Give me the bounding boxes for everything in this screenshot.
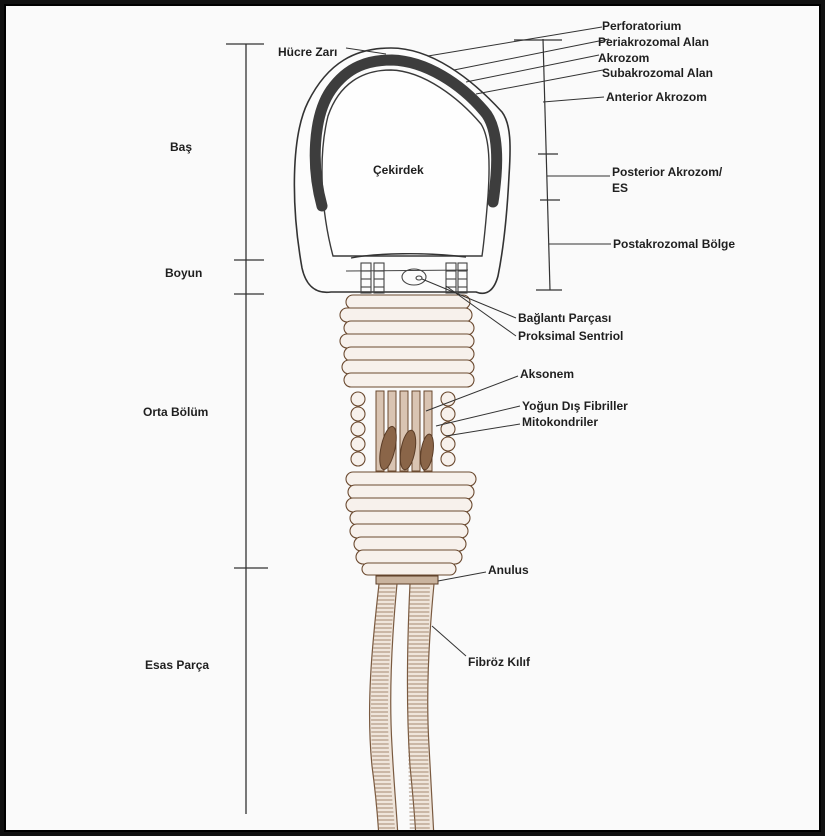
sperm-diagram: Baş Boyun Orta Bölüm Esas Parça Çekirdek	[6, 6, 821, 832]
mito-section	[351, 392, 365, 406]
mito-section	[351, 437, 365, 451]
label-midpiece: Orta Bölüm	[143, 405, 208, 419]
left-scale-bar	[226, 44, 268, 814]
label-nucleus: Çekirdek	[373, 163, 424, 177]
right-scale-bar	[514, 39, 562, 290]
mito-roll	[340, 308, 472, 322]
mito-roll	[356, 550, 462, 564]
mito-roll	[346, 295, 470, 309]
label-subacrosomal: Subakrozomal Alan	[602, 66, 713, 80]
label-principal-piece: Esas Parça	[145, 658, 209, 672]
mito-roll	[348, 485, 474, 499]
label-outer-dense-fibers: Yoğun Dış Fibriller	[522, 399, 628, 413]
label-neck: Boyun	[165, 266, 202, 280]
label-mitochondria: Mitokondriler	[522, 415, 598, 429]
mito-section	[441, 407, 455, 421]
mito-roll	[346, 472, 476, 486]
label-head: Baş	[170, 140, 192, 154]
mito-section	[441, 452, 455, 466]
label-postacrosomal: Postakrozomal Bölge	[613, 237, 735, 251]
mito-roll	[344, 373, 474, 387]
label-proximal-centriole: Proksimal Sentriol	[518, 329, 623, 343]
mito-section	[351, 422, 365, 436]
label-fibrous-sheath: Fibröz Kılıf	[468, 655, 531, 669]
label-perforatorium: Perforatorium	[602, 19, 681, 33]
label-axoneme: Aksonem	[520, 367, 574, 381]
sperm-head: Çekirdek	[294, 48, 510, 293]
mito-roll	[340, 334, 474, 348]
mito-roll	[362, 563, 456, 575]
mito-roll	[354, 537, 466, 551]
label-anterior-acrosome: Anterior Akrozom	[606, 90, 707, 104]
mito-section	[351, 452, 365, 466]
label-posterior-acrosome-es: ES	[612, 181, 628, 195]
annulus	[376, 576, 438, 584]
mito-roll	[350, 511, 470, 525]
sperm-tail	[370, 584, 434, 832]
mito-roll	[344, 347, 474, 361]
label-annulus: Anulus	[488, 563, 529, 577]
label-connecting-piece: Bağlantı Parçası	[518, 311, 611, 325]
mito-roll	[342, 360, 474, 374]
mito-section	[351, 407, 365, 421]
right-scale-line	[543, 39, 550, 290]
mito-roll	[350, 524, 468, 538]
label-posterior-acrosome: Posterior Akrozom/	[612, 165, 723, 179]
label-periacrosomal: Periakrozomal Alan	[598, 35, 709, 49]
mito-section	[441, 392, 455, 406]
mito-roll	[346, 498, 472, 512]
label-acrosome: Akrozom	[598, 51, 649, 65]
mito-section	[441, 437, 455, 451]
figure-frame: Baş Boyun Orta Bölüm Esas Parça Çekirdek	[4, 4, 821, 832]
mito-roll	[344, 321, 474, 335]
sperm-midpiece	[340, 295, 476, 575]
label-cell-membrane: Hücre Zarı	[278, 45, 337, 59]
